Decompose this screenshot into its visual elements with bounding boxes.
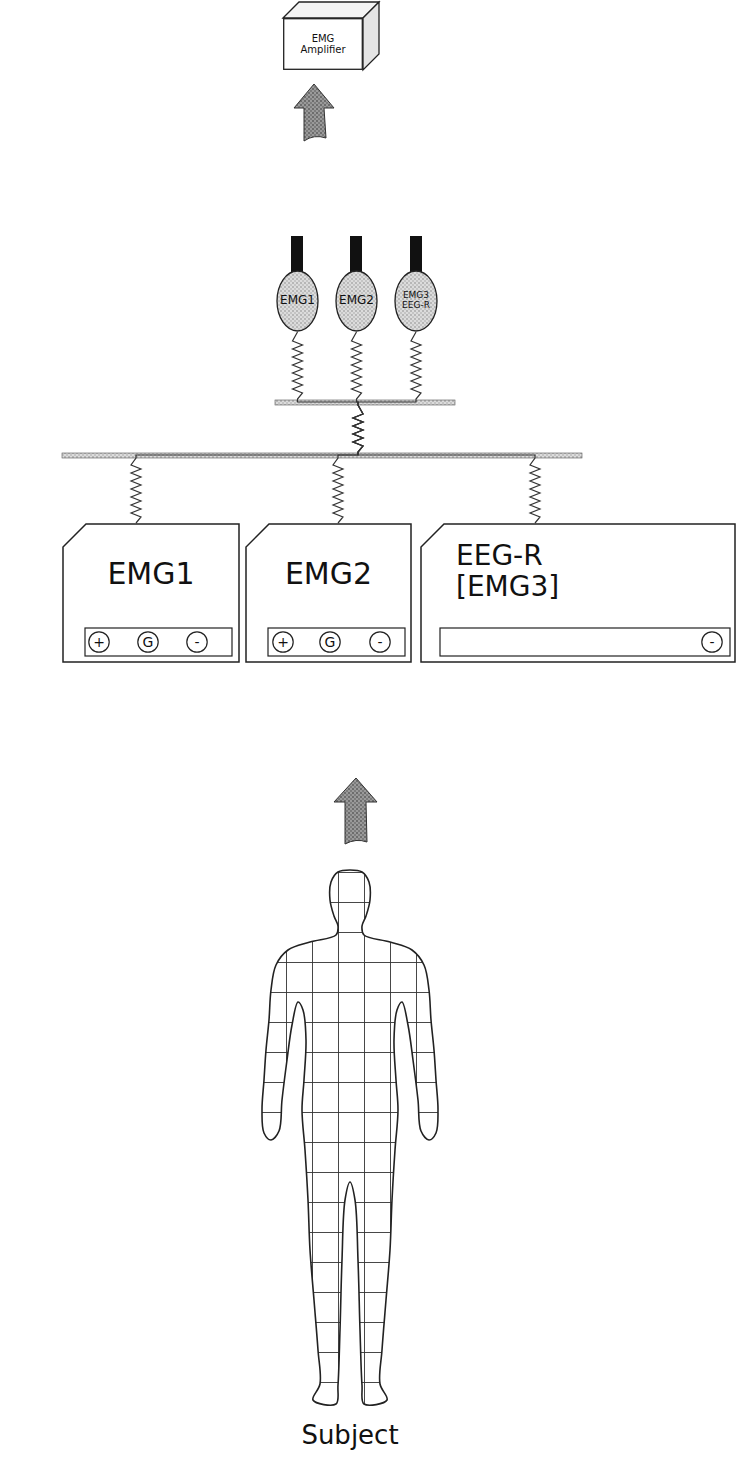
coiled-cable [353, 332, 540, 523]
pin-name: - [377, 635, 382, 649]
node-label: EMG1 [72, 557, 230, 590]
terminal-circle [138, 632, 158, 652]
pin-name: G [143, 635, 154, 649]
node-label: EMG2 [255, 557, 402, 590]
terminal-circle [187, 632, 207, 652]
box-side-face [363, 2, 379, 70]
electrode-box: EMG2 + G - [245, 523, 412, 663]
block-arrow [334, 778, 377, 844]
amplifier-box: EMG Amplifier [283, 18, 363, 70]
terminal-strip [268, 628, 405, 656]
subject-label: Subject [301, 1420, 398, 1450]
terminal: - [701, 631, 723, 653]
node-label: EMG1 [280, 294, 315, 307]
connector-plug: EMG1 [276, 270, 319, 332]
coiled-cable [131, 332, 363, 523]
pin-name: - [194, 635, 199, 649]
terminal-circle [89, 632, 109, 652]
box-body [63, 524, 239, 662]
pin-name: + [277, 635, 289, 649]
connector-plug: EMG2 [335, 270, 378, 332]
terminal: + [272, 631, 294, 653]
electrode-box: EMG1 + G - [62, 523, 240, 663]
node-label: EMG3 EEG-R [401, 291, 431, 311]
plug-body [336, 271, 377, 331]
subject-figure [262, 870, 438, 1405]
terminal: - [369, 631, 391, 653]
node-label: EEG-R [EMG3] [456, 541, 606, 603]
node-label: EMG Amplifier [295, 33, 351, 55]
label-text: Subject [301, 1420, 398, 1450]
box-body [421, 524, 735, 662]
coiled-cable [333, 332, 363, 523]
terminal: + [88, 631, 110, 653]
plug-stub [410, 236, 422, 272]
terminal-circle [320, 632, 340, 652]
connector-plug: EMG3 EEG-R [394, 270, 438, 332]
terminal-circle [370, 632, 390, 652]
terminal: - [186, 631, 208, 653]
plug-stub [350, 236, 362, 272]
terminal-strip [440, 628, 730, 656]
block-arrow [294, 84, 334, 141]
plug-stub [291, 236, 303, 272]
box-front-face [284, 19, 363, 70]
plug-body [395, 271, 437, 331]
node-label: EMG2 [339, 294, 374, 307]
plug-body [277, 271, 318, 331]
electrode-box: EEG-R [EMG3] - [420, 523, 736, 663]
terminal-circle [702, 632, 722, 652]
terminal: G [137, 631, 159, 653]
pin-name: - [709, 635, 714, 649]
terminal-circle [273, 632, 293, 652]
box-body [246, 524, 411, 662]
pin-name: + [93, 635, 105, 649]
terminal-strip [85, 628, 232, 656]
terminal: G [319, 631, 341, 653]
pin-name: G [325, 635, 336, 649]
